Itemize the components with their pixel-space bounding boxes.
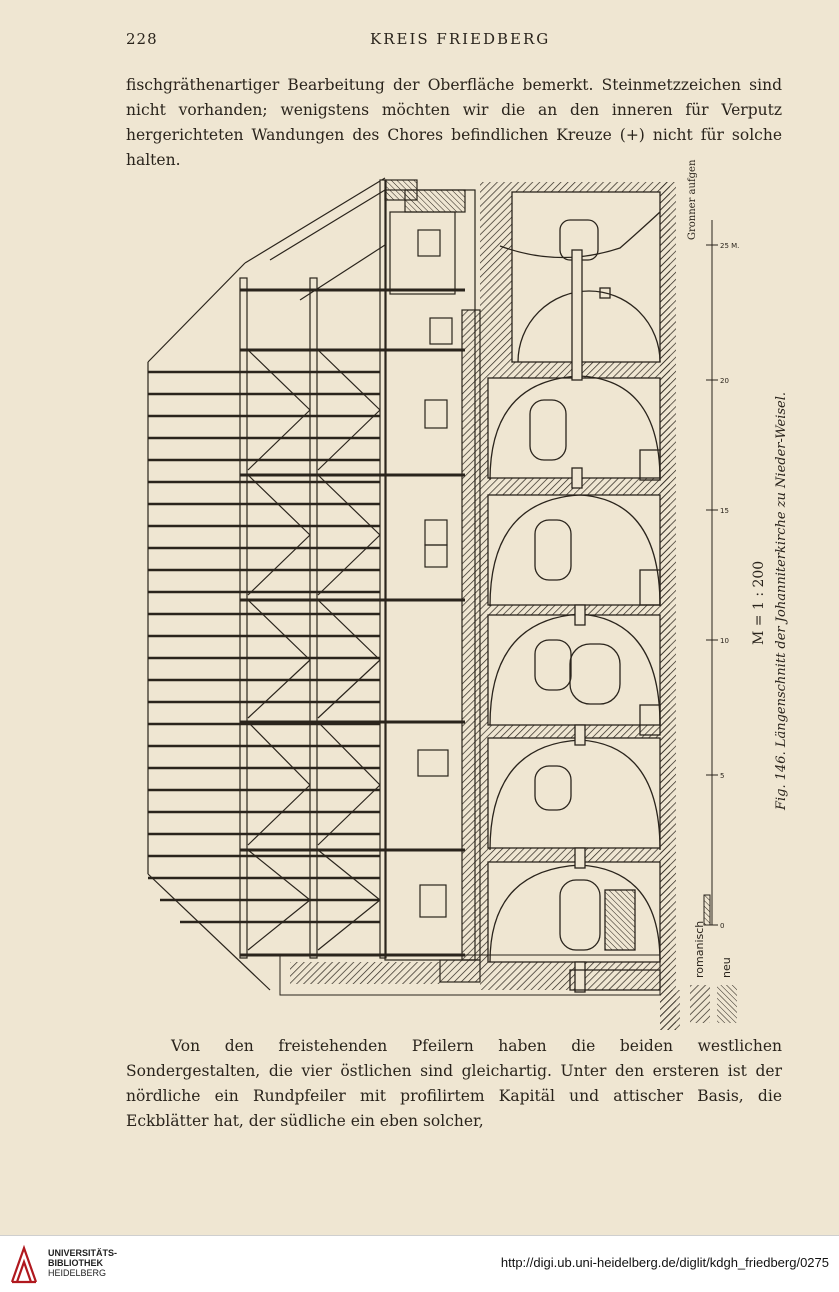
library-line-2: BIBLIOTHEK [48, 1258, 103, 1268]
upper-wall [384, 179, 481, 983]
bottom-paragraph: Von den freistehenden Pfeilern haben die… [126, 1037, 782, 1130]
figure-caption: Fig. 146. Längenschnitt der Johanniterki… [774, 392, 789, 811]
scale-label: M = 1 : 200 [751, 561, 767, 645]
author-credit: Gronner aufgen [687, 159, 698, 240]
top-paragraph: fischgräthenartiger Bearbeitung der Ober… [126, 76, 782, 169]
library-line-1: UNIVERSITÄTS- [48, 1248, 118, 1258]
library-line-3: HEIDELBERG [48, 1268, 107, 1278]
top-paragraph-block: fischgräthenartiger Bearbeitung der Ober… [126, 73, 782, 173]
page-number: 228 [126, 30, 158, 48]
scale-tick-5: 5 [720, 772, 724, 780]
legend-romanisch: romanisch [693, 921, 706, 978]
bottom-paragraph-block: Von den freistehenden Pfeilern haben die… [126, 1034, 782, 1134]
running-title: KREIS FRIEDBERG [370, 30, 551, 48]
source-url-link[interactable]: http://digi.ub.uni-heidelberg.de/diglit/… [500, 1255, 829, 1270]
scanned-page: 228 KREIS FRIEDBERG fischgräthenartiger … [0, 30, 839, 1134]
scale-tick-20: 20 [720, 377, 729, 385]
scale-tick-0: 0 [720, 922, 724, 930]
scale-tick-25: 25 M. [720, 242, 739, 250]
running-head: 228 KREIS FRIEDBERG [0, 30, 839, 52]
arcade-vaults [480, 182, 670, 993]
library-name: UNIVERSITÄTS- BIBLIOTHEK HEIDELBERG [48, 1248, 117, 1278]
rafters [148, 370, 380, 924]
scale-tick-15: 15 [720, 507, 729, 515]
legend: romanisch neu [690, 921, 737, 1023]
section-drawing: 0 5 10 15 20 25 M. romanisch neu Gronner… [147, 159, 789, 1032]
foundation [279, 182, 680, 1032]
footer-bar: UNIVERSITÄTS- BIBLIOTHEK HEIDELBERG http… [0, 1235, 839, 1292]
library-logo-icon [10, 1244, 38, 1284]
scale-bar [703, 220, 718, 926]
roof-truss [147, 177, 465, 991]
figure-longitudinal-section: 0 5 10 15 20 25 M. romanisch neu Gronner… [140, 150, 830, 1032]
scale-tick-10: 10 [720, 637, 729, 645]
legend-neu: neu [720, 957, 733, 978]
